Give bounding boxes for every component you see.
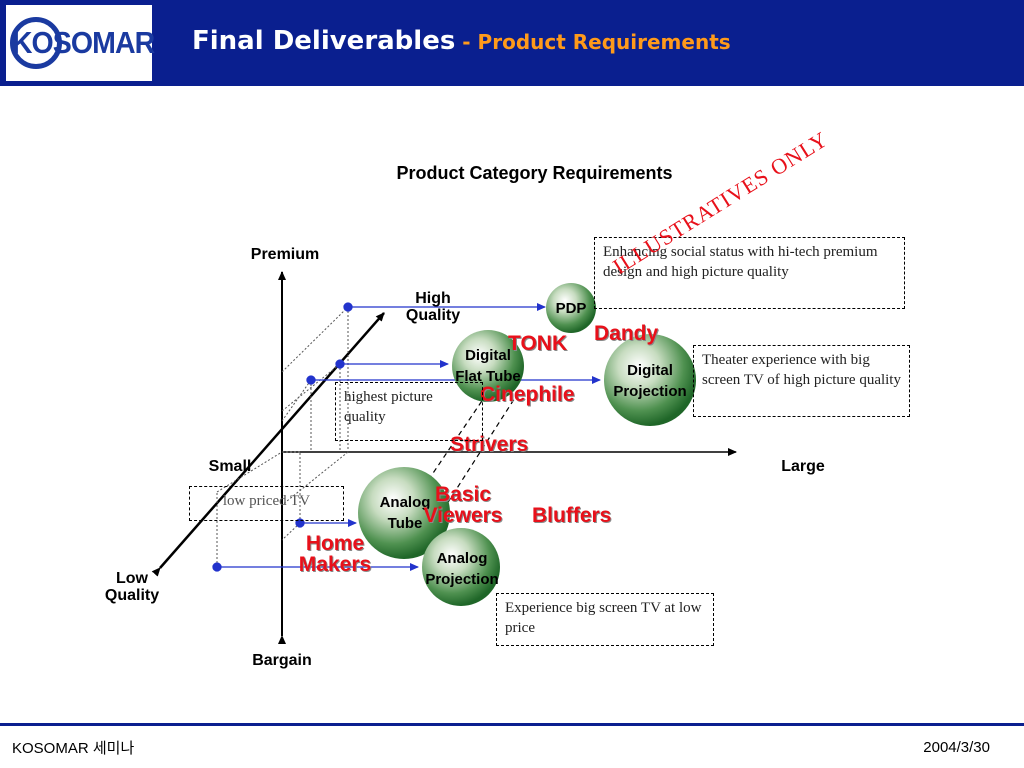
axis-label-premium: Premium [250,246,320,263]
segment-home-makers: Home Makers [298,532,372,576]
segment-strivers: Strivers [450,433,529,456]
axis-label-bargain: Bargain [252,652,312,669]
logo-ring-icon [10,17,62,69]
bubble-digital-projection [604,334,696,426]
segment-cinephile: Cinephile [480,383,575,406]
blue-arrows [212,302,601,572]
axis-label-small: Small [208,458,252,475]
segment-tonk: TONK [508,332,568,355]
footer-divider [0,723,1024,726]
axis-label-large: Large [781,458,825,475]
bubble-label-digital-projection: Digital Projection [613,362,687,400]
note-big-screen-low-price: Experience big screen TV at low price [496,593,714,646]
header-bar [0,0,1024,86]
axis-label-low-quality: Low Quality [104,570,160,604]
footer-date: 2004/3/30 [923,739,990,756]
footer-left-text: KOSOMAR 세미나 [12,740,135,757]
note-highest-picture: highest picture quality [335,382,483,441]
page-subtitle: - Product Requirements [455,30,731,54]
bubble-pdp [546,283,596,333]
logo-text: KOSOMAR [11,25,155,60]
bubble-label-analog-tube: Analog Tube [379,494,431,532]
bubble-analog-tube [358,467,450,559]
bubble-digital-flat-tube [452,330,524,402]
page-title-main: Final Deliverables [192,26,456,56]
chart-title: Product Category Requirements [396,163,673,183]
note-theater: Theater experience with big screen TV of… [693,345,910,417]
quality-axis [151,312,385,577]
logo: KOSOMAR [6,5,155,81]
bubble-label-digital-flat-tube: Digital Flat Tube [455,347,521,385]
bubble-label-analog-projection: Analog Projection [425,550,499,588]
note-low-priced: low priced TV [189,486,344,521]
note-social-status: Enhancing social status with hi-tech pre… [594,237,905,309]
segment-bluffers: Bluffers [532,504,612,527]
segment-basic-viewers: Basic Viewers [423,483,503,527]
bubble-label-pdp: PDP [555,300,587,317]
page-title: Final Deliverables - Product Requirement… [192,26,731,56]
segment-dandy: Dandy [594,322,659,345]
axis-label-high-quality: High Quality [405,290,461,324]
bubble-analog-projection [422,528,500,606]
